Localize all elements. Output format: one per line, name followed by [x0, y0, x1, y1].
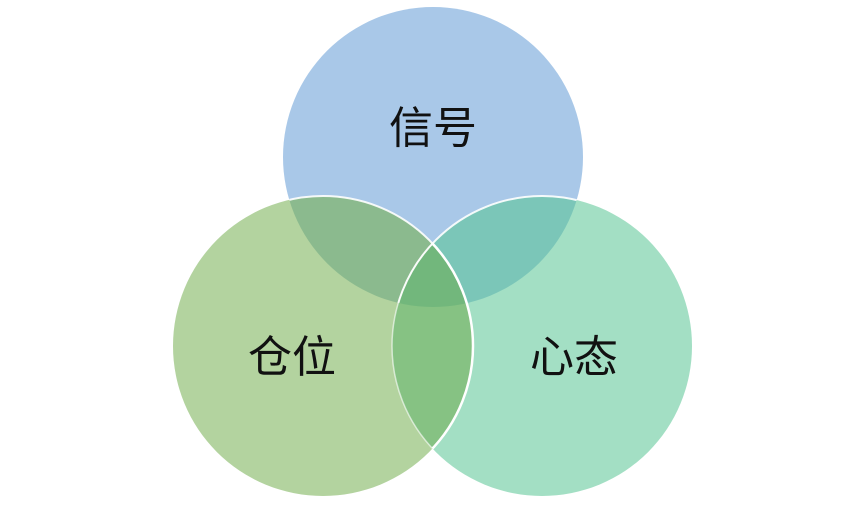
signal-position-overlap	[283, 196, 473, 307]
signal-label: 信号	[389, 103, 477, 154]
signal-mindset-overlap	[392, 196, 583, 307]
mindset-label: 心态	[530, 332, 618, 383]
position-label: 仓位	[248, 332, 336, 383]
